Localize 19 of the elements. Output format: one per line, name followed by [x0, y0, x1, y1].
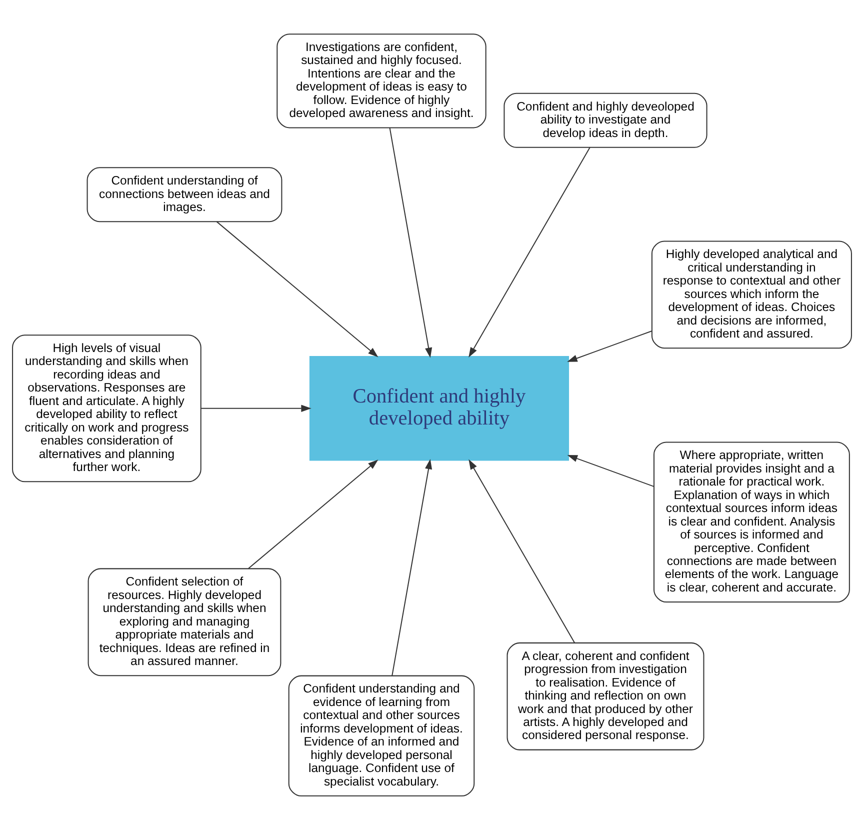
arrow — [392, 458, 432, 676]
node-box: Confident and highly developed ability — [309, 355, 570, 460]
arrow — [248, 459, 378, 568]
arrow — [567, 330, 652, 362]
node-box: Confident selection of resources. Highly developed understanding and skills when exploring and managing appropriate materials and techniques. Ideas are refined in an assured manner. — [88, 568, 282, 676]
arrow — [216, 220, 378, 357]
node-box: Investigations are confident, sustained and highly focused. Intentions are clear and the development of ideas is easy to follow. Evidence of highly developed awareness and insight. — [276, 33, 486, 128]
arrow — [468, 458, 576, 643]
node-box: Where appropriate, written material provides insight and a rationale for practical work. Explanation of ways in which contextual sources inform ideas is clear and confident. Analysis of sources is informed and perceptive. Confident connections are made between elements of the work. Language is clear, coherent and accurate. — [653, 441, 850, 602]
node-box: Confident understanding of connections between ideas and images. — [86, 166, 282, 222]
node-box: High levels of visual understanding and skills when recording ideas and observations. Responses are fluent and articulate. A highly developed ability to reflect critically on work and progress enables consideration of alternatives and planning further work. — [12, 334, 202, 482]
arrow — [389, 127, 432, 358]
node-box: A clear, coherent and confident progression from investigation to realisation. Evidence of thinking and reflection on own work and that produced by other artists. A highly developed and considered personal response. — [506, 642, 704, 750]
arrow — [567, 454, 654, 486]
node-box: Confident understanding and evidence of learning from contextual and other sources informs development of ideas. Evidence of an informed and highly developed personal language. Confident use of specialist vocabulary. — [288, 674, 475, 796]
node-box: Highly developed analytical and critical understanding in response to contextual and other sources which inform the development of ideas. Choices and decisions are informed, confident and assured. — [651, 240, 852, 348]
arrow — [468, 146, 590, 358]
node-box: Confident and highly deveoloped ability to investigate and develop ideas in depth. — [504, 92, 708, 148]
arrow — [201, 404, 312, 412]
